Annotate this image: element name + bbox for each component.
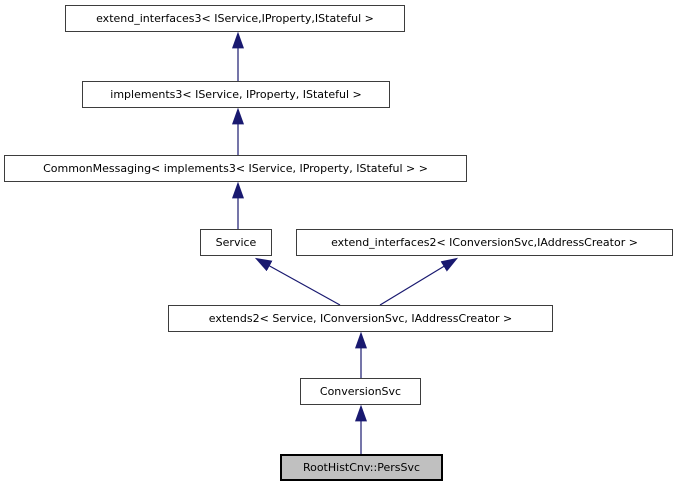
- node-implements3[interactable]: implements3< IService, IProperty, IState…: [82, 81, 390, 108]
- node-extends2[interactable]: extends2< Service, IConversionSvc, IAddr…: [168, 305, 553, 332]
- node-commonmessaging[interactable]: CommonMessaging< implements3< IService, …: [4, 155, 467, 182]
- node-conversionsvc[interactable]: ConversionSvc: [300, 378, 421, 405]
- edge-extends2-to-service: [254, 257, 341, 306]
- node-extend-interfaces2[interactable]: extend_interfaces2< IConversionSvc,IAddr…: [296, 229, 673, 256]
- node-roothistcnv-perssvc: RootHistCnv::PersSvc: [280, 454, 443, 481]
- edge-extends2-to-extend-interfaces2: [379, 257, 459, 306]
- node-extend-interfaces3[interactable]: extend_interfaces3< IService,IProperty,I…: [65, 5, 405, 32]
- node-service[interactable]: Service: [200, 229, 272, 256]
